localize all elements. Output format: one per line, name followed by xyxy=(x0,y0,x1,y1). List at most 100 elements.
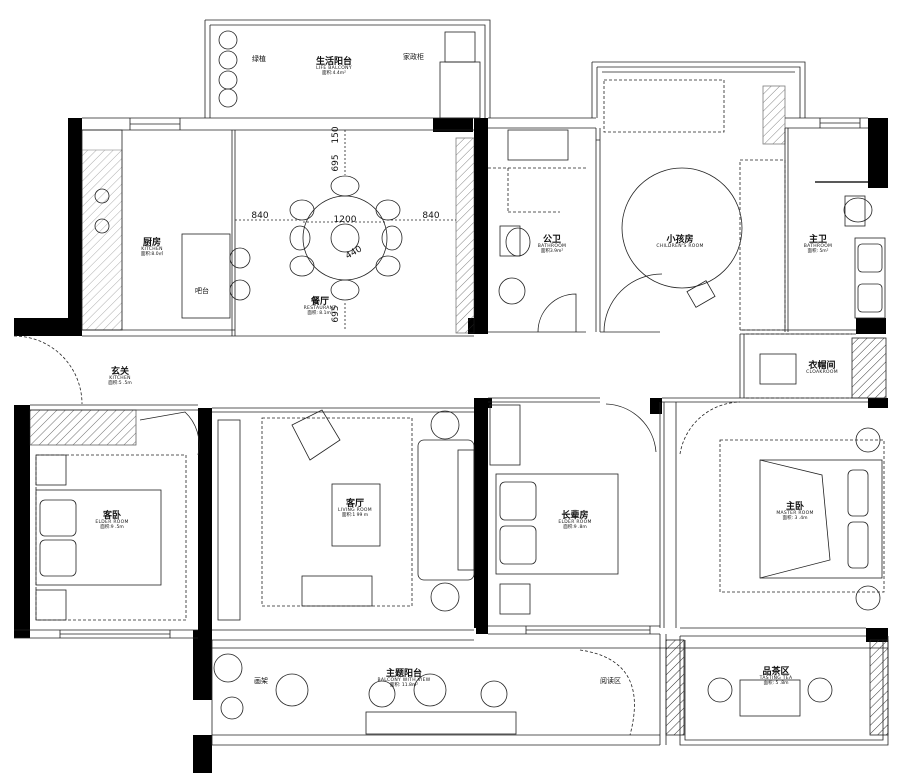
living-side-table-1 xyxy=(430,410,460,440)
master-toilet-tank xyxy=(844,195,866,227)
left-nightstand-1 xyxy=(35,454,67,486)
balcony-bench xyxy=(365,711,517,735)
master-bed xyxy=(759,459,883,579)
dining-table-center xyxy=(330,223,360,253)
elder-nightstand-1 xyxy=(499,583,531,615)
tea-chair-1 xyxy=(707,677,733,703)
windows xyxy=(59,118,861,638)
shaft-elder xyxy=(29,409,137,446)
living-coffee-table xyxy=(331,483,381,547)
bar-stool-2 xyxy=(229,279,251,301)
elder-door xyxy=(605,403,657,453)
master-toilet-bowl xyxy=(843,197,873,223)
dining-chairs xyxy=(289,175,403,301)
living-sofa xyxy=(417,439,475,581)
dimension-lines xyxy=(235,130,456,330)
living-ottoman xyxy=(301,575,373,607)
foyer-door xyxy=(13,335,83,405)
master-pillow-1 xyxy=(847,469,869,517)
balcony-table-2 xyxy=(413,673,447,707)
living-side-table-2 xyxy=(430,582,460,612)
structural-walls xyxy=(14,118,888,773)
shaft-stair xyxy=(851,337,887,399)
tv-cabinet xyxy=(217,419,241,621)
annotation-plants: 绿植 xyxy=(252,55,266,63)
living-rug xyxy=(261,417,413,607)
left-door xyxy=(139,411,200,456)
children-rug xyxy=(621,167,743,289)
cloak-shelves xyxy=(746,333,852,399)
annotation-painting: 画架 xyxy=(254,677,268,685)
tea-table xyxy=(739,679,801,717)
children-door xyxy=(603,273,663,333)
dimension-695-bottom: 695 xyxy=(331,305,341,323)
kitchen-counter xyxy=(81,129,123,331)
master-basin-1 xyxy=(857,243,883,273)
dimension-840-left: 840 xyxy=(251,211,269,221)
living-sofa-back xyxy=(457,449,475,571)
left-pillow-1 xyxy=(39,499,77,537)
master-door xyxy=(679,401,741,455)
life-balcony-outline xyxy=(204,19,491,118)
washer xyxy=(444,31,476,63)
public-toilet-tank xyxy=(499,225,521,257)
left-rug xyxy=(35,454,187,621)
shaft-right-balcony xyxy=(665,639,685,736)
planters xyxy=(218,30,238,108)
hob-2 xyxy=(94,218,110,234)
children-balcony-outline xyxy=(591,61,806,118)
children-chair xyxy=(686,280,716,308)
balcony-chair-2 xyxy=(368,680,396,708)
living-armchair xyxy=(291,409,341,461)
shaft-cabinet xyxy=(762,85,786,145)
dimension-695-top: 695 xyxy=(331,154,341,172)
master-side-1 xyxy=(855,427,881,453)
master-bed-fold xyxy=(759,459,831,579)
public-toilet-bowl xyxy=(505,227,531,257)
public-basin xyxy=(498,277,526,305)
master-rug xyxy=(719,439,885,593)
balcony-plant xyxy=(220,696,244,720)
balcony-cabinet xyxy=(439,61,481,119)
annotation-reading: 阅读区 xyxy=(600,677,621,685)
interior-partitions xyxy=(231,128,789,628)
cloak-island xyxy=(759,353,797,385)
hob-1 xyxy=(94,188,110,204)
elder-bed xyxy=(495,473,619,575)
elder-pillow-2 xyxy=(499,525,537,565)
main-balcony-outline xyxy=(211,634,889,746)
balcony-rug xyxy=(579,649,635,736)
dimension-150: 150 xyxy=(331,126,341,144)
tea-chair-2 xyxy=(807,677,833,703)
balcony-table-1 xyxy=(275,673,309,707)
kitchen-island xyxy=(181,233,231,319)
annotation-appliance-cabinet: 家政柜 xyxy=(403,53,424,61)
elder-pillow-1 xyxy=(499,481,537,521)
dining-table xyxy=(302,195,388,281)
shaft-kitchen-cabinet xyxy=(81,149,123,331)
elder-wardrobe xyxy=(489,404,521,466)
annotation-bar: 吧台 xyxy=(195,287,209,295)
public-bath-shower xyxy=(488,167,588,213)
left-pillow-2 xyxy=(39,539,77,577)
children-wardrobe xyxy=(739,159,786,331)
bar-stool-1 xyxy=(229,247,251,269)
master-basin-2 xyxy=(857,283,883,313)
master-side-2 xyxy=(855,585,881,611)
master-vanity xyxy=(854,237,886,319)
shaft-left-balcony xyxy=(869,639,889,736)
dimension-840-right: 840 xyxy=(422,211,440,221)
master-pillow-2 xyxy=(847,521,869,569)
